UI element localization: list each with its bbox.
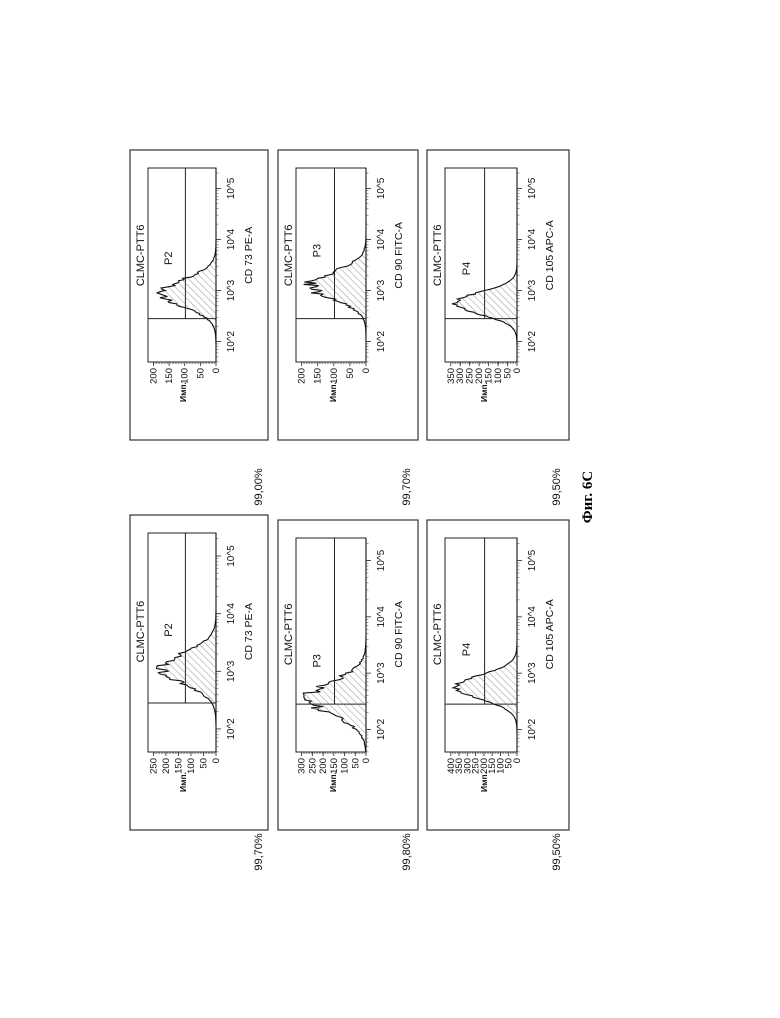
plot-area: [148, 168, 216, 362]
x-tick-label: 10^4: [527, 606, 538, 628]
x-tick-label: 10^3: [226, 279, 237, 301]
y-tick-label: 200: [318, 758, 329, 774]
y-tick-label: 300: [455, 368, 466, 384]
figure-caption: Фиг. 6С: [580, 471, 596, 523]
panel-title: CLMC-PTT6: [283, 224, 295, 286]
y-axis-label: Имп.: [178, 382, 188, 402]
x-axis-label: CD 105 APC-A: [544, 220, 556, 290]
histogram-series: [157, 533, 216, 752]
x-tick-label: 10^3: [527, 279, 538, 301]
percentage-label: 99,00%: [253, 468, 265, 506]
y-tick-label: 0: [512, 368, 523, 373]
y-tick-label: 50: [345, 368, 356, 379]
x-tick-label: 10^2: [376, 330, 387, 352]
y-tick-label: 0: [211, 368, 222, 373]
y-tick-label: 150: [484, 368, 495, 384]
x-tick-label: 10^5: [527, 549, 538, 571]
y-tick-label: 100: [186, 758, 197, 774]
x-tick-label: 10^5: [527, 177, 538, 199]
panel-title: CLMC-PTT6: [283, 603, 295, 665]
x-tick-label: 10^5: [376, 549, 387, 571]
x-tick-label: 10^3: [376, 662, 387, 684]
histogram-panel-p2: CLMC-PTT6P3 050100150200250300Имп. 10^2 10^…: [278, 520, 418, 830]
y-axis-label: Имп.: [479, 772, 489, 792]
y-tick-label: 150: [329, 758, 340, 774]
x-tick-label: 10^2: [527, 330, 538, 352]
y-tick-label: 350: [446, 368, 457, 384]
percentage-label: 99,50%: [551, 833, 563, 871]
y-tick-label: 50: [350, 758, 361, 769]
y-axis-label: Имп.: [328, 382, 338, 402]
gate-label: P4: [461, 262, 473, 275]
y-tick-label: 100: [329, 368, 340, 384]
y-tick-label: 150: [164, 368, 175, 384]
panel-title: CLMC-PTT6: [135, 224, 147, 286]
y-tick-label: 250: [307, 758, 318, 774]
x-axis-label: CD 90 FITC-A: [393, 222, 405, 289]
percentage-label: 99,50%: [551, 468, 563, 506]
panel-title: CLMC-PTT6: [135, 601, 147, 663]
histogram-panel-p5: CLMC-PTT6 P3 0 50 100 150 200Имп. 10^2 10^3 10^4 1…: [278, 150, 418, 440]
y-tick-label: 50: [198, 758, 209, 769]
x-axis-label: CD 90 FITC-A: [393, 601, 405, 668]
gate-label: P3: [312, 244, 324, 257]
panel-title: CLMC-PTT6: [432, 224, 444, 286]
x-axis-label: CD 73 PE-A: [243, 227, 255, 284]
percentage-label: 99,70%: [253, 833, 265, 871]
histogram-panel-p1: CLMC-PTT6 P2 050100150200250Имп. 10^2 10^3 10…: [130, 515, 268, 830]
gate-label: P4: [461, 643, 473, 656]
y-tick-label: 150: [173, 758, 184, 774]
y-tick-label: 100: [180, 368, 191, 384]
x-tick-label: 10^3: [527, 662, 538, 684]
x-tick-label: 10^5: [226, 545, 237, 567]
gate-label: P2: [163, 252, 175, 265]
y-tick-label: 0: [361, 368, 372, 373]
y-tick-label: 100: [340, 758, 351, 774]
x-tick-label: 10^2: [226, 330, 237, 352]
y-tick-label: 200: [474, 368, 485, 384]
y-tick-label: 50: [195, 368, 206, 379]
histogram-panel-p3: CLMC-PTT6P4050100150200250300350400Имп.1…: [427, 520, 569, 830]
y-tick-label: 200: [161, 758, 172, 774]
gate-label: P3: [312, 654, 324, 667]
x-tick-label: 10^4: [527, 228, 538, 250]
percentage-label: 99,70%: [401, 468, 413, 506]
x-tick-label: 10^4: [226, 603, 237, 625]
x-tick-label: 10^3: [226, 660, 237, 682]
histogram-panel-p6: CLMC-PTT6P4 050100150200250300350Имп. 10^2…: [427, 150, 569, 440]
x-tick-label: 10^5: [376, 177, 387, 199]
y-tick-label: 0: [211, 758, 222, 763]
percentage-label: 99,80%: [401, 833, 413, 871]
y-tick-label: 250: [148, 758, 159, 774]
y-tick-label: 250: [465, 368, 476, 384]
x-axis-label: CD 73 PE-A: [243, 603, 255, 660]
y-axis-label: Имп.: [328, 772, 338, 792]
y-axis-label: Имп.: [178, 772, 188, 792]
x-tick-label: 10^2: [527, 718, 538, 740]
x-tick-label: 10^2: [226, 718, 237, 740]
plot-area: [445, 168, 517, 362]
x-tick-label: 10^4: [376, 228, 387, 250]
plot-area: [445, 538, 517, 752]
y-tick-label: 400: [446, 758, 457, 774]
x-tick-label: 10^3: [376, 279, 387, 301]
gate-label: P2: [163, 623, 175, 636]
y-tick-label: 0: [361, 758, 372, 763]
y-tick-label: 100: [493, 368, 504, 384]
y-tick-label: 200: [148, 368, 159, 384]
x-tick-label: 10^4: [226, 228, 237, 250]
panel-title: CLMC-PTT6: [432, 603, 444, 665]
y-tick-label: 150: [313, 368, 324, 384]
y-tick-label: 50: [503, 368, 514, 379]
x-axis-label: CD 105 APC-A: [544, 599, 556, 669]
y-axis-label: Имп.: [479, 382, 489, 402]
y-tick-label: 300: [297, 758, 308, 774]
x-tick-label: 10^2: [376, 718, 387, 740]
histogram-panel-p4: CLMC-PTT6 P2 0 50 100 150 200Имп. 10^2 10^3 10^4 1…: [130, 150, 268, 440]
x-tick-label: 10^5: [226, 177, 237, 199]
y-tick-label: 200: [297, 368, 308, 384]
x-tick-label: 10^4: [376, 606, 387, 628]
